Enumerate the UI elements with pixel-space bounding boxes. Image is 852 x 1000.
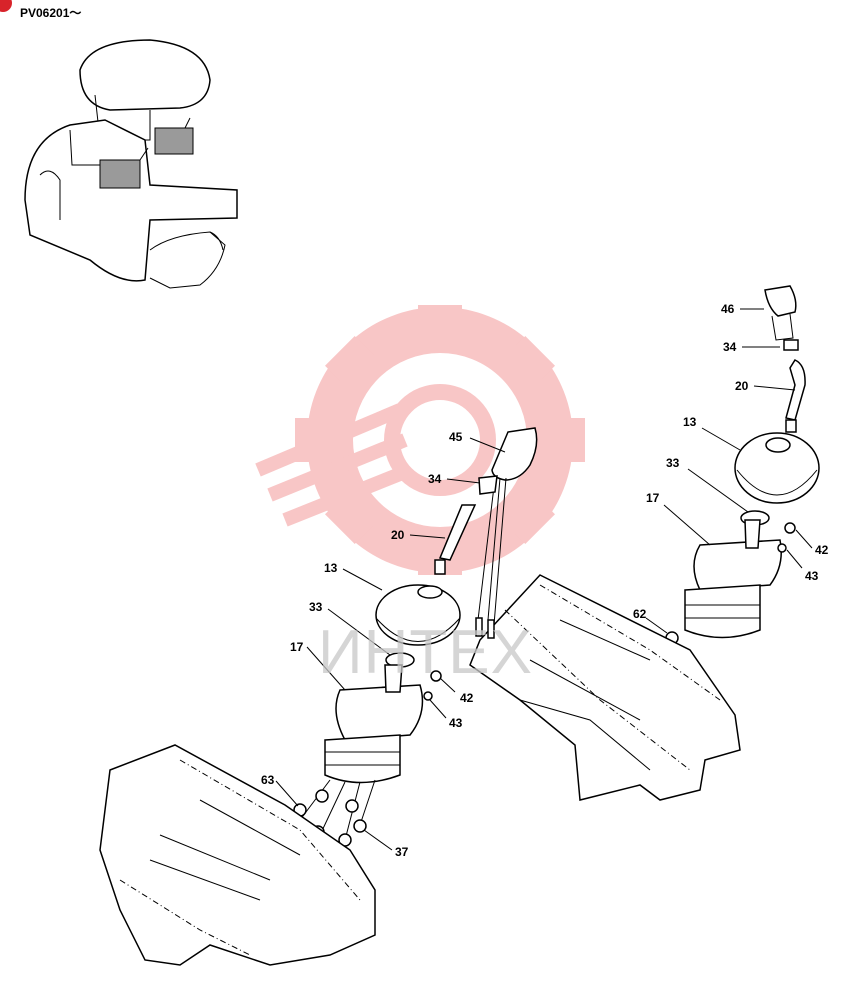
serial-range-label: PV06201～ xyxy=(20,6,82,20)
callout-62: 62 xyxy=(633,607,647,621)
callout-13-left: 13 xyxy=(324,561,338,575)
callout-17-left: 17 xyxy=(290,640,304,654)
watermark-gear-icon xyxy=(255,305,585,575)
callout-34-right: 34 xyxy=(723,340,737,354)
callout-leader-lines xyxy=(275,308,813,851)
callout-43-left: 43 xyxy=(449,716,463,730)
cab-overview-sketch xyxy=(24,39,238,289)
callout-17-right: 17 xyxy=(646,491,660,505)
callout-20-left: 20 xyxy=(391,528,405,542)
callout-37: 37 xyxy=(395,845,409,859)
callout-42-left: 42 xyxy=(460,691,474,705)
red-corner-badge xyxy=(0,0,12,12)
callout-46: 46 xyxy=(721,302,735,316)
callout-13-right: 13 xyxy=(683,415,697,429)
right-control-lever-assembly xyxy=(469,285,820,801)
callout-34-left: 34 xyxy=(428,472,442,486)
callout-33-left: 33 xyxy=(309,600,323,614)
callout-33-right: 33 xyxy=(666,456,680,470)
callout-labels: 46 34 20 13 33 17 42 43 62 45 34 20 13 3… xyxy=(261,302,829,859)
watermark-text: ИНТЕХ xyxy=(318,618,533,687)
callout-43-right: 43 xyxy=(805,569,819,583)
callout-42-right: 42 xyxy=(815,543,829,557)
callout-45: 45 xyxy=(449,430,463,444)
callout-20-right: 20 xyxy=(735,379,749,393)
callout-63: 63 xyxy=(261,773,275,787)
left-control-lever-assembly xyxy=(99,427,538,966)
